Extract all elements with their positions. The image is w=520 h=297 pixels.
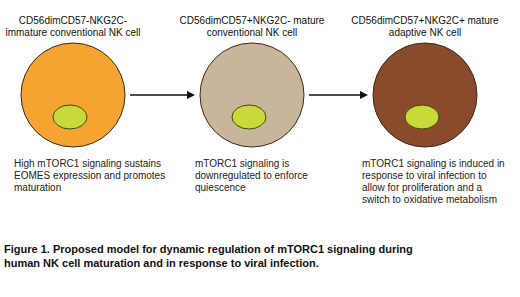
flow-arrow — [309, 91, 368, 99]
figure-caption: Figure 1. Proposed model for dynamic reg… — [4, 242, 444, 270]
arrow-head — [187, 91, 195, 99]
flow-arrow — [130, 91, 195, 99]
cell-body — [21, 43, 125, 147]
cell-body — [200, 43, 304, 147]
cell-node: CD56dimCD57-NKG2C- immature conventional… — [20, 42, 126, 148]
cell-circle — [199, 42, 305, 148]
cell-description: mTORC1 signaling is downregulated to enf… — [195, 158, 345, 194]
cell-heading: CD56dimCD57+NKG2C+ mature adaptive NK ce… — [350, 15, 500, 39]
cell-description: mTORC1 signaling is induced in response … — [362, 158, 510, 206]
cell-circle — [20, 42, 126, 148]
arrow-shaft — [309, 94, 361, 95]
cell-body — [373, 43, 477, 147]
cell-node: CD56dimCD57+NKG2C+ mature adaptive NK ce… — [372, 42, 478, 148]
arrow-shaft — [130, 94, 188, 95]
arrow-head — [360, 91, 368, 99]
cell-heading: CD56dimCD57+NKG2C- mature conventional N… — [177, 15, 327, 39]
cell-circle — [372, 42, 478, 148]
cell-heading: CD56dimCD57-NKG2C- immature conventional… — [0, 15, 148, 39]
cell-node: CD56dimCD57+NKG2C- mature conventional N… — [199, 42, 305, 148]
cell-description: High mTORC1 signaling sustains EOMES exp… — [14, 158, 172, 194]
nucleus — [405, 105, 439, 129]
nucleus — [53, 105, 87, 129]
nucleus — [232, 105, 266, 129]
